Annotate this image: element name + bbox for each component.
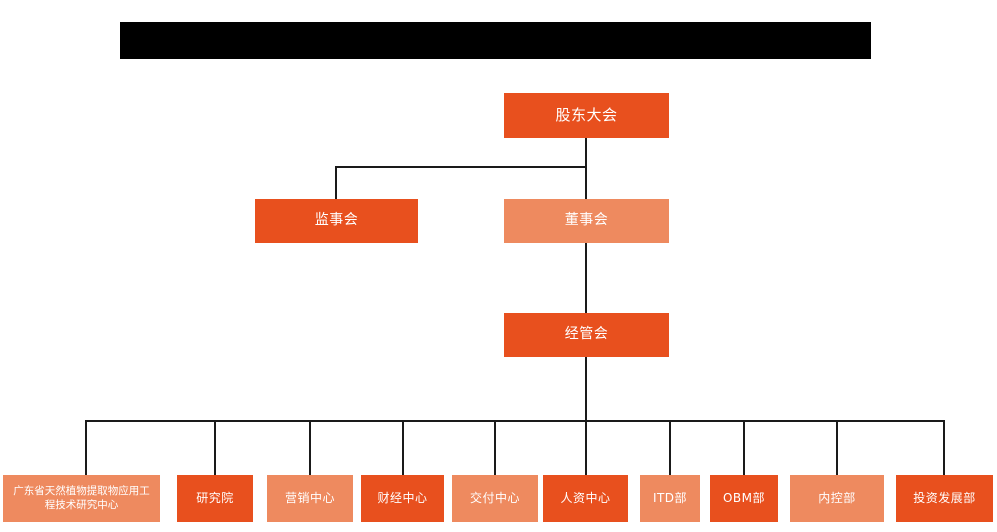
node-board-of-directors[interactable]: 董事会: [504, 199, 669, 243]
connector-drop-supervisors: [335, 166, 337, 199]
connector-directors-to-management: [585, 243, 587, 313]
connector-drop-hr-center: [585, 420, 587, 475]
connector-level2-bus: [335, 166, 587, 168]
node-internal-control-department[interactable]: 内控部: [790, 475, 884, 522]
node-finance-center[interactable]: 财经中心: [361, 475, 444, 522]
connector-drop-guangdong-research-center: [85, 420, 87, 475]
node-marketing-center[interactable]: 营销中心: [267, 475, 353, 522]
node-itd-department[interactable]: ITD部: [640, 475, 700, 522]
connector-drop-internal-control-department: [836, 420, 838, 475]
connector-drop-investment-development-department: [943, 420, 945, 475]
connector-departments-bus: [85, 420, 945, 422]
node-delivery-center[interactable]: 交付中心: [452, 475, 538, 522]
connector-drop-obm-department: [743, 420, 745, 475]
connector-drop-directors: [585, 166, 587, 199]
node-management-committee[interactable]: 经管会: [504, 313, 669, 357]
connector-drop-finance-center: [402, 420, 404, 475]
redacted-title-bar: [120, 22, 871, 59]
connector-management-stem: [585, 357, 587, 421]
node-obm-department[interactable]: OBM部: [710, 475, 778, 522]
node-research-institute[interactable]: 研究院: [177, 475, 253, 522]
node-hr-center[interactable]: 人资中心: [543, 475, 628, 522]
connector-drop-marketing-center: [309, 420, 311, 475]
node-guangdong-research-center[interactable]: 广东省天然植物提取物应用工程技术研究中心: [3, 475, 160, 522]
connector-drop-itd-department: [669, 420, 671, 475]
connector-drop-delivery-center: [494, 420, 496, 475]
connector-shareholders-stem: [585, 138, 587, 167]
connector-drop-research-institute: [214, 420, 216, 475]
node-board-of-supervisors[interactable]: 监事会: [255, 199, 418, 243]
node-investment-development-department[interactable]: 投资发展部: [896, 475, 993, 522]
node-shareholders-meeting[interactable]: 股东大会: [504, 93, 669, 138]
